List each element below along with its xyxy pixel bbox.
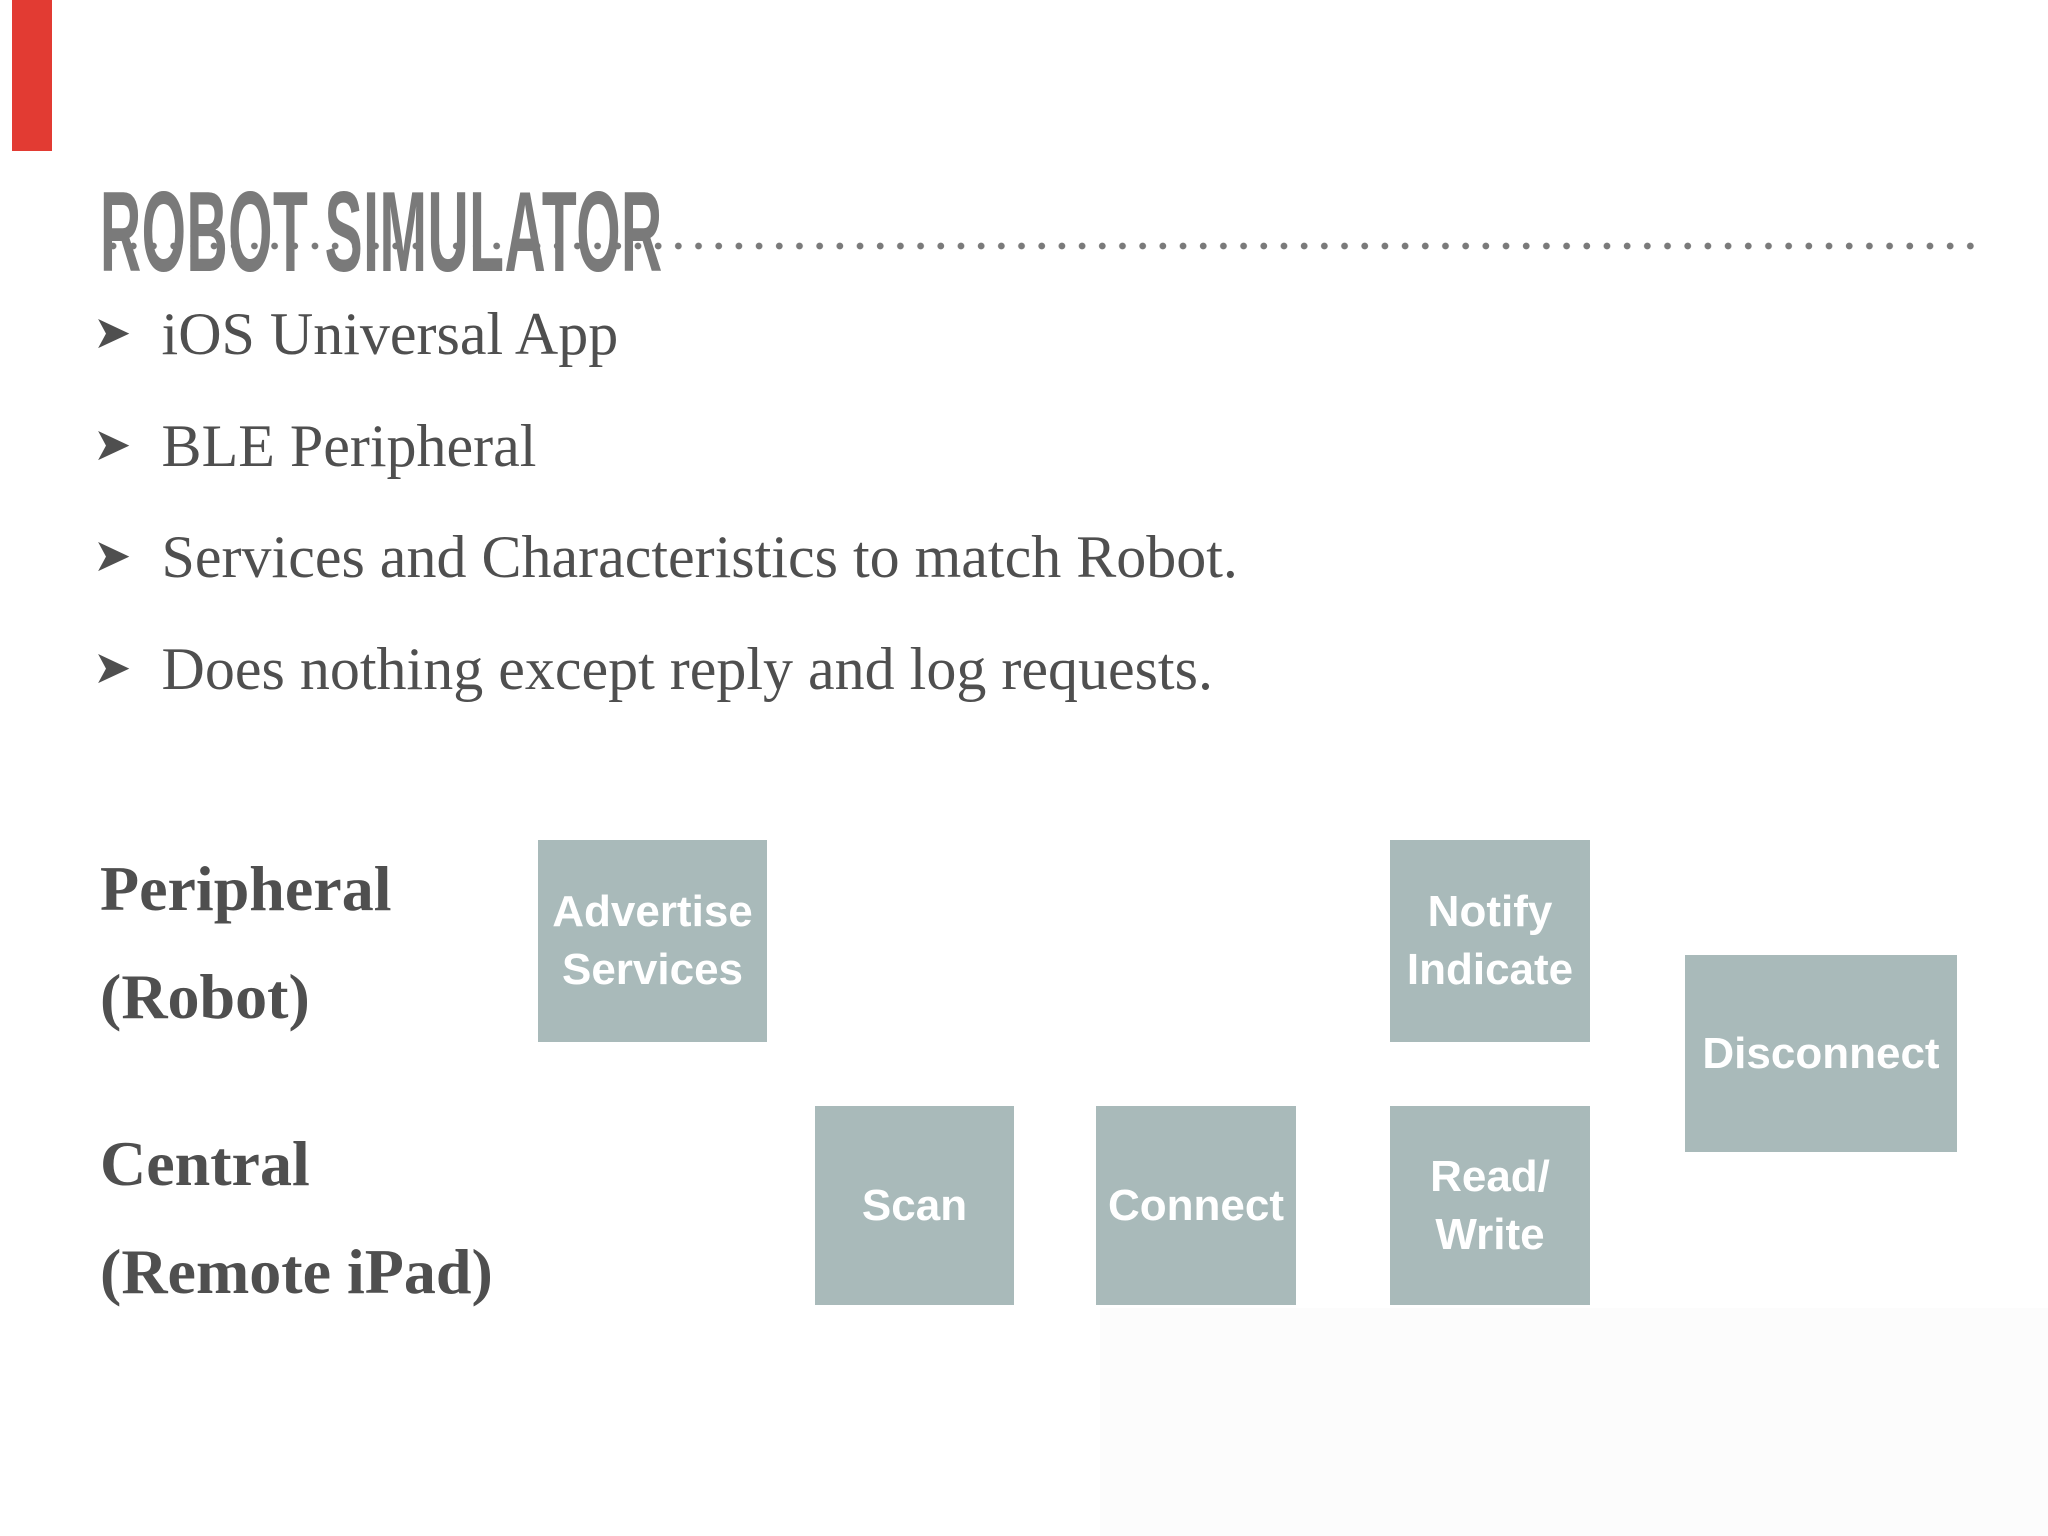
arrow-bullet-icon: ➤ xyxy=(93,417,132,471)
bullet-item: ➤ Services and Characteristics to match R… xyxy=(93,523,1238,592)
box-label-line: Notify xyxy=(1427,887,1553,936)
box-label-line: Disconnect xyxy=(1702,1028,1940,1078)
arrow-bullet-icon: ➤ xyxy=(93,528,132,582)
bullet-text: Services and Characteristics to match Ro… xyxy=(161,524,1238,590)
central-row-sublabel: (Remote iPad) xyxy=(100,1236,493,1307)
arrow-bullet-icon: ➤ xyxy=(93,640,132,694)
bullet-text: BLE Peripheral xyxy=(161,413,537,479)
box-label-line: Services xyxy=(561,945,744,994)
background-shade-panel xyxy=(1100,1308,2048,1536)
peripheral-row-label: Peripheral xyxy=(100,853,392,924)
box-label-line: Indicate xyxy=(1406,945,1574,994)
box-label-line: Advertise xyxy=(552,887,753,936)
box-label-line: Write xyxy=(1435,1209,1545,1259)
box-label-line: Scan xyxy=(861,1180,968,1230)
bullet-text: iOS Universal App xyxy=(161,301,619,367)
red-accent-bar xyxy=(12,0,52,151)
bullet-item: ➤ BLE Peripheral xyxy=(93,412,536,481)
read-write-box: Read/ Write xyxy=(1390,1106,1590,1305)
box-label-line: Connect xyxy=(1108,1180,1284,1230)
arrow-bullet-icon: ➤ xyxy=(93,305,132,359)
box-label-line: Read/ xyxy=(1430,1151,1550,1201)
dotted-divider xyxy=(103,242,1985,250)
notify-indicate-box: Notify Indicate xyxy=(1390,840,1590,1042)
disconnect-box: Disconnect xyxy=(1685,955,1957,1152)
page-title: ROBOT SIMULATOR xyxy=(100,169,663,297)
bullet-item: ➤ Does nothing except reply and log reque… xyxy=(93,635,1213,704)
scan-box: Scan xyxy=(815,1106,1014,1305)
central-row-label: Central xyxy=(100,1128,310,1199)
bullet-text: Does nothing except reply and log reques… xyxy=(161,636,1213,702)
connect-box: Connect xyxy=(1096,1106,1296,1305)
bullet-item: ➤ iOS Universal App xyxy=(93,300,618,369)
peripheral-row-sublabel: (Robot) xyxy=(100,961,310,1032)
advertise-services-box: Advertise Services xyxy=(538,840,767,1042)
